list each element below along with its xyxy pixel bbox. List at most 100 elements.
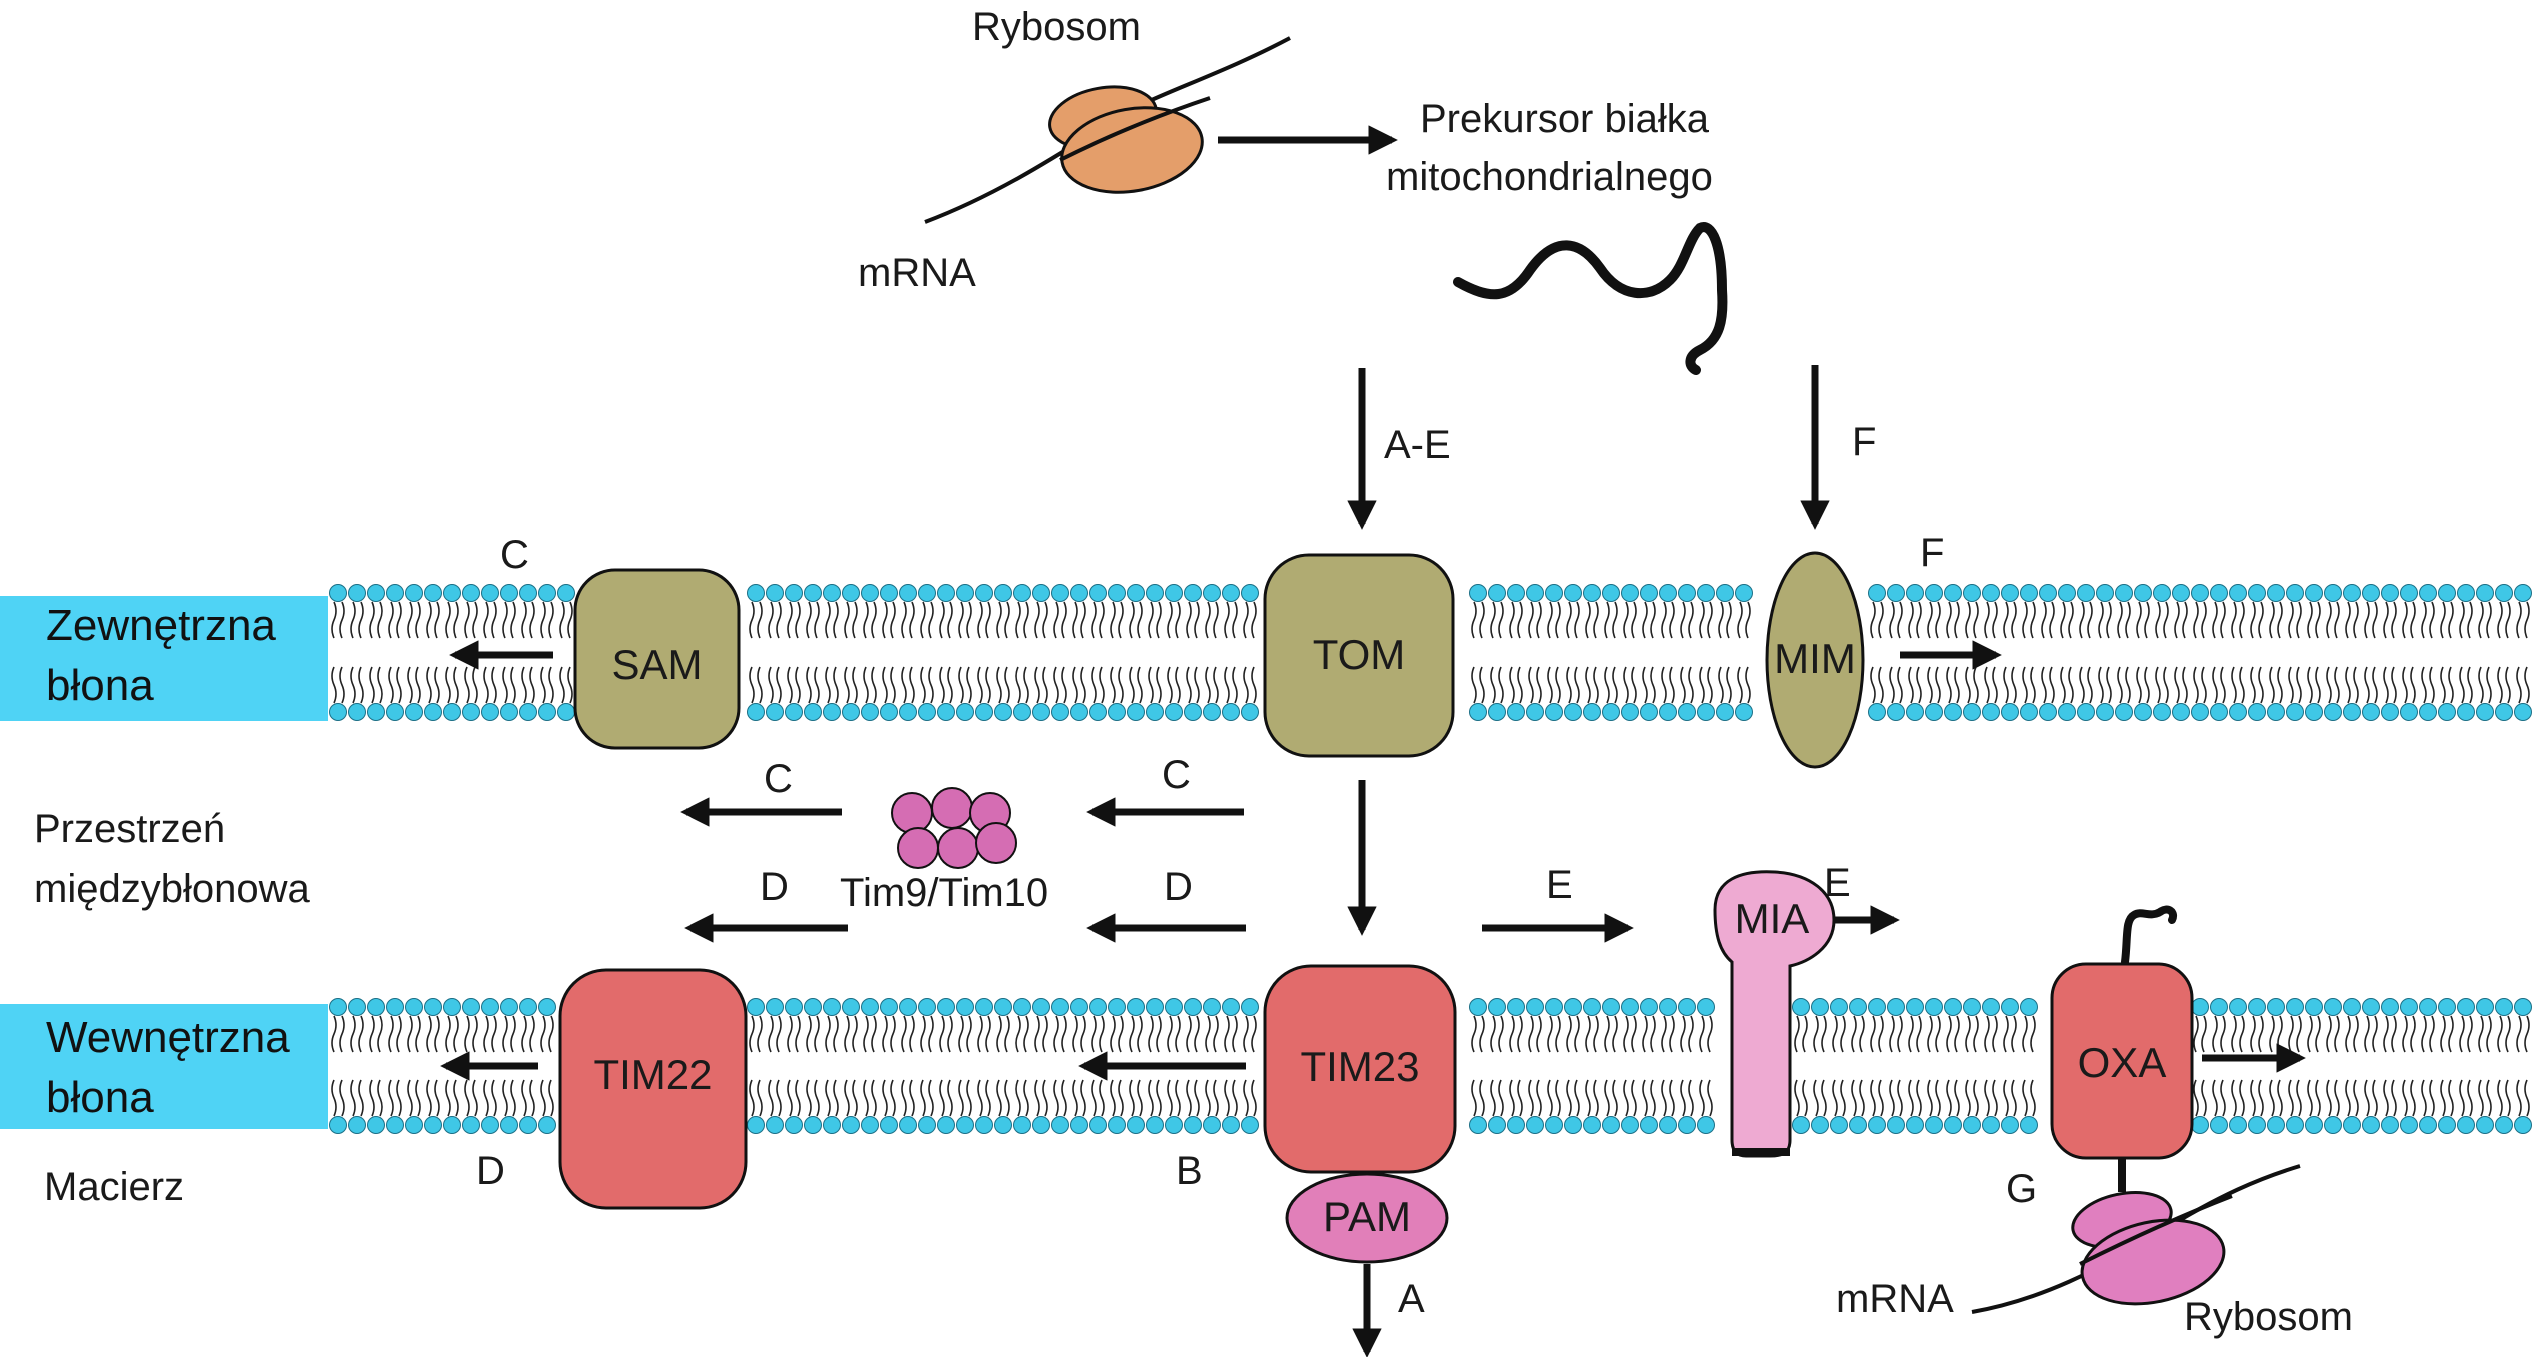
- lipid-head: [975, 584, 993, 602]
- lipid-head: [1184, 703, 1202, 721]
- lipid-head: [1507, 703, 1525, 721]
- lipid-head: [519, 584, 537, 602]
- lipid-tail: [445, 601, 459, 704]
- pathway-label-tim22-exit: D: [476, 1149, 505, 1193]
- lipid-head: [2419, 1116, 2437, 1134]
- lipid-head: [918, 703, 936, 721]
- lipid-head: [1640, 584, 1658, 602]
- lipid-head: [2438, 584, 2456, 602]
- lipid-tail: [521, 1015, 535, 1117]
- lipid-head: [937, 584, 955, 602]
- lipid-head: [1127, 584, 1145, 602]
- lipid-tail: [2402, 601, 2416, 704]
- lipid-head: [2476, 584, 2494, 602]
- lipid-head: [1488, 998, 1506, 1016]
- lipid-head: [1602, 1116, 1620, 1134]
- lipid-head: [1944, 584, 1962, 602]
- lipid-head: [1659, 584, 1677, 602]
- lipid-tail: [749, 601, 763, 704]
- lipid-head: [1982, 703, 2000, 721]
- lipid-head: [1108, 584, 1126, 602]
- lipid-head: [2286, 998, 2304, 1016]
- lipid-head: [2267, 998, 2285, 1016]
- lipid-head: [880, 703, 898, 721]
- lipid-head: [1184, 998, 1202, 1016]
- lipid-head: [348, 1116, 366, 1134]
- lipid-head: [842, 998, 860, 1016]
- lipid-head: [1887, 703, 1905, 721]
- lipid-tail: [407, 601, 421, 704]
- tom-label: TOM: [1313, 631, 1406, 678]
- lipid-head: [2381, 998, 2399, 1016]
- lipid-head: [2267, 584, 2285, 602]
- lipid-head: [1944, 703, 1962, 721]
- pathway-label-tim9-to-tim22: D: [760, 865, 789, 909]
- lipid-tail: [1908, 1015, 1922, 1117]
- lipid-head: [2286, 1116, 2304, 1134]
- lipid-head: [2457, 703, 2475, 721]
- lipid-tail: [958, 601, 972, 704]
- lipid-tail: [1661, 601, 1675, 704]
- tom-complex: TOM: [1263, 553, 1455, 758]
- lipid-tail: [2288, 601, 2302, 704]
- lipid-tail: [1946, 1015, 1960, 1117]
- lipid-head: [2096, 703, 2114, 721]
- lipid-tail: [844, 1015, 858, 1117]
- pathway-label-mim-entry: F: [1852, 420, 1876, 464]
- lipid-head: [1925, 998, 1943, 1016]
- lipid-head: [1469, 584, 1487, 602]
- intermembrane-label-line2: międzybłonowa: [34, 867, 310, 911]
- lipid-head: [1032, 998, 1050, 1016]
- lipid-tail: [1832, 1015, 1846, 1117]
- lipid-tail: [2497, 1015, 2511, 1117]
- lipid-head: [481, 584, 499, 602]
- lipid-head: [956, 703, 974, 721]
- lipid-tail: [1984, 601, 1998, 704]
- lipid-head: [1051, 998, 1069, 1016]
- lipid-tail: [1927, 1015, 1941, 1117]
- outer-membrane-label-line1: Zewnętrzna: [46, 601, 276, 650]
- lipid-head: [462, 1116, 480, 1134]
- lipid-head: [1944, 1116, 1962, 1134]
- lipid-tail: [1984, 1015, 1998, 1117]
- pathway-label-tom-to-tim22: D: [1164, 865, 1193, 909]
- lipid-head: [918, 584, 936, 602]
- lipid-head: [1640, 1116, 1658, 1134]
- lipid-tail: [1015, 601, 1029, 704]
- lipid-head: [2495, 1116, 2513, 1134]
- lipid-head: [2210, 1116, 2228, 1134]
- lipid-head: [2191, 998, 2209, 1016]
- lipid-head: [2438, 1116, 2456, 1134]
- lipid-head: [329, 584, 347, 602]
- lipid-tail: [426, 1015, 440, 1117]
- pathway-label-tim9-to-sam: C: [764, 757, 793, 801]
- lipid-head: [2001, 703, 2019, 721]
- outer-membrane: [329, 584, 2532, 721]
- lipid-tail: [1699, 1015, 1713, 1117]
- lipid-tail: [1091, 1015, 1105, 1117]
- lipid-head: [842, 1116, 860, 1134]
- lipid-head: [2248, 584, 2266, 602]
- inner-membrane-label-line1: Wewnętrzna: [46, 1013, 290, 1062]
- lipid-tail: [863, 601, 877, 704]
- lipid-head: [2077, 584, 2095, 602]
- lipid-head: [481, 703, 499, 721]
- lipid-head: [2115, 584, 2133, 602]
- lipid-tail: [1642, 601, 1656, 704]
- lipid-head: [804, 1116, 822, 1134]
- lipid-head: [1925, 703, 1943, 721]
- lipid-head: [1982, 998, 2000, 1016]
- lipid-head: [2457, 584, 2475, 602]
- lipid-tail: [2307, 601, 2321, 704]
- lipid-tail: [1908, 601, 1922, 704]
- lipid-tail: [1167, 1015, 1181, 1117]
- lipid-head: [1849, 998, 1867, 1016]
- lipid-head: [1165, 584, 1183, 602]
- lipid-head: [1013, 998, 1031, 1016]
- inner-membrane: [329, 998, 2532, 1134]
- lipid-head: [462, 584, 480, 602]
- ribosome-top-label: Rybosom: [972, 5, 1141, 49]
- ribosome-bottom: G mRNA Rybosom: [1836, 1164, 2353, 1339]
- lipid-head: [1792, 1116, 1810, 1134]
- lipid-head: [1089, 584, 1107, 602]
